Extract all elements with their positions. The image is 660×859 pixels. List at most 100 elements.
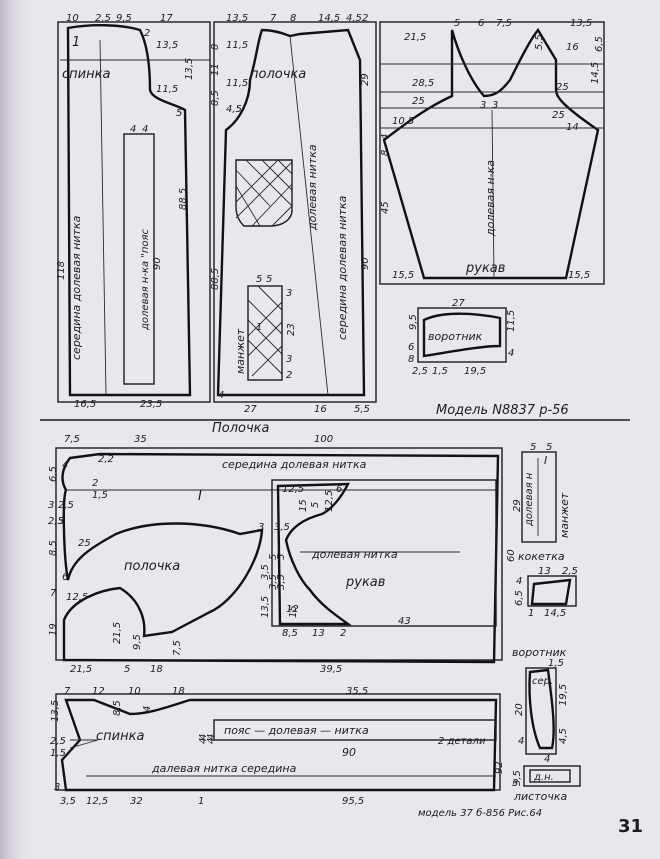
dim: 5: [546, 442, 552, 453]
dim: 7: [270, 13, 277, 24]
flap-piece: д.н. 3,5 3 листочка: [512, 765, 581, 803]
dim: 5: [266, 274, 272, 285]
dim: 27: [452, 298, 465, 309]
back-piece-top: спинка 1 середина долевая нитка долевая …: [56, 13, 211, 410]
dim: 2,5: [562, 566, 578, 577]
dim: 4,5: [346, 13, 362, 24]
dim: 2,5: [48, 516, 64, 527]
dim: 100: [314, 434, 333, 445]
dim: 8: [408, 354, 414, 365]
dim: 10: [66, 13, 79, 24]
dim: 118: [56, 261, 67, 280]
dim: 60: [506, 549, 517, 562]
cuff-piece-bottom: 5 5 I долевая н манжет 29: [512, 442, 571, 543]
front-grain2: середина долевая нитка: [336, 195, 349, 340]
dim: 3: [48, 500, 54, 511]
yoke-piece: кокетка 13 2,5 4 6,5 1 14,5: [514, 550, 578, 619]
dim: 18: [172, 686, 185, 697]
model-bottom: модель 37 б-856 Рис.64: [418, 807, 542, 819]
dim: 12: [92, 686, 105, 697]
dim: 2,5: [50, 736, 66, 747]
yoke-title: кокетка: [518, 550, 565, 563]
dim: 10: [128, 686, 141, 697]
dim: 14,5: [590, 62, 601, 84]
dim: 2,5: [412, 366, 428, 377]
dim: 13: [312, 628, 325, 639]
dim: 7,5: [496, 18, 512, 29]
dim: 1,5: [548, 658, 564, 669]
dim: 15,5: [392, 270, 414, 281]
dim: 20: [514, 703, 525, 716]
dim: 3: [258, 522, 264, 533]
dim: 4: [206, 734, 217, 740]
dim: 1,5: [50, 748, 66, 759]
dim: 9,5: [116, 13, 132, 24]
dim: 45: [380, 201, 391, 214]
back-belt: долевая н-ка "пояс: [140, 228, 151, 331]
dim: 5: [256, 274, 262, 285]
dim: 9,5: [132, 634, 143, 650]
dim: 8: [290, 13, 296, 24]
dim: 6,5: [48, 466, 59, 482]
dim: 1,5: [92, 490, 108, 501]
dim: 5: [176, 108, 182, 119]
dim: 18: [150, 664, 163, 675]
back-marker: 1: [72, 35, 80, 50]
dim: 16: [566, 42, 579, 53]
dim: 3: [492, 100, 498, 111]
collar-piece-top: воротник 27 9,5 11,5 6 8 4 2,5 1,5 19,5: [408, 298, 517, 377]
front-title-bottom: полочка: [124, 559, 180, 574]
sleeve-piece-bottom: долевая нитка рукав 12,5 15 6 5 12,5 3 3…: [258, 479, 497, 639]
dim: 4: [218, 390, 224, 401]
dim: 1,5: [432, 366, 448, 377]
dim: 4: [380, 134, 391, 140]
dim: 3,5: [268, 574, 279, 590]
dim: 6: [408, 342, 414, 353]
dim: 12,5: [66, 592, 88, 603]
sleeve-grain: долевая н-ка: [484, 160, 497, 237]
dim: 14,5: [544, 608, 566, 619]
dim: 2,5: [58, 500, 74, 511]
cuff-grain: долевая н: [524, 472, 535, 527]
dim: 10,5: [392, 116, 414, 127]
dim: 3,5: [276, 574, 287, 590]
dim: 4: [142, 124, 148, 135]
dim: 6: [336, 484, 342, 495]
dim: 19,5: [464, 366, 486, 377]
dim: 25: [412, 96, 425, 107]
dim: 14: [566, 122, 579, 133]
dim: 8,5: [112, 700, 123, 716]
dim: 4: [508, 348, 514, 359]
dim: 13,5: [156, 40, 178, 51]
dim: 2: [286, 370, 292, 381]
dim: 6,5: [594, 36, 605, 52]
cuff-marker: I: [544, 454, 547, 467]
dim: 4: [142, 706, 153, 712]
dim: 4,5: [226, 104, 242, 115]
front-header: Полочка: [212, 421, 270, 436]
dim: 7,5: [64, 434, 80, 445]
dim: 21,5: [404, 32, 426, 43]
dim: 4: [206, 738, 217, 744]
dim: 23,5: [140, 399, 162, 410]
dim: 8,5: [282, 628, 298, 639]
dim: 2,5: [95, 13, 111, 24]
dim: 3: [480, 100, 486, 111]
belt-label: пояс — долевая — нитка: [224, 724, 369, 737]
dim: 3: [58, 516, 64, 527]
belt-piece: пояс — долевая — нитка 2 детали 4 4 90: [198, 719, 497, 759]
dim: 7: [64, 686, 71, 697]
dim: 12,5: [282, 484, 304, 495]
dim: 14,5: [318, 13, 340, 24]
collar-inner: сер.: [532, 676, 553, 687]
dim: 17: [160, 13, 173, 24]
dim: 2: [362, 13, 368, 24]
dim: 3,5: [60, 796, 76, 807]
dim: 15: [298, 499, 309, 512]
dim: 8: [210, 44, 221, 50]
front-marker-bottom: I: [198, 489, 202, 504]
dim: 12,5: [324, 490, 335, 512]
dim: 21,5: [70, 664, 92, 675]
back-title-bottom: спинка: [96, 729, 144, 744]
